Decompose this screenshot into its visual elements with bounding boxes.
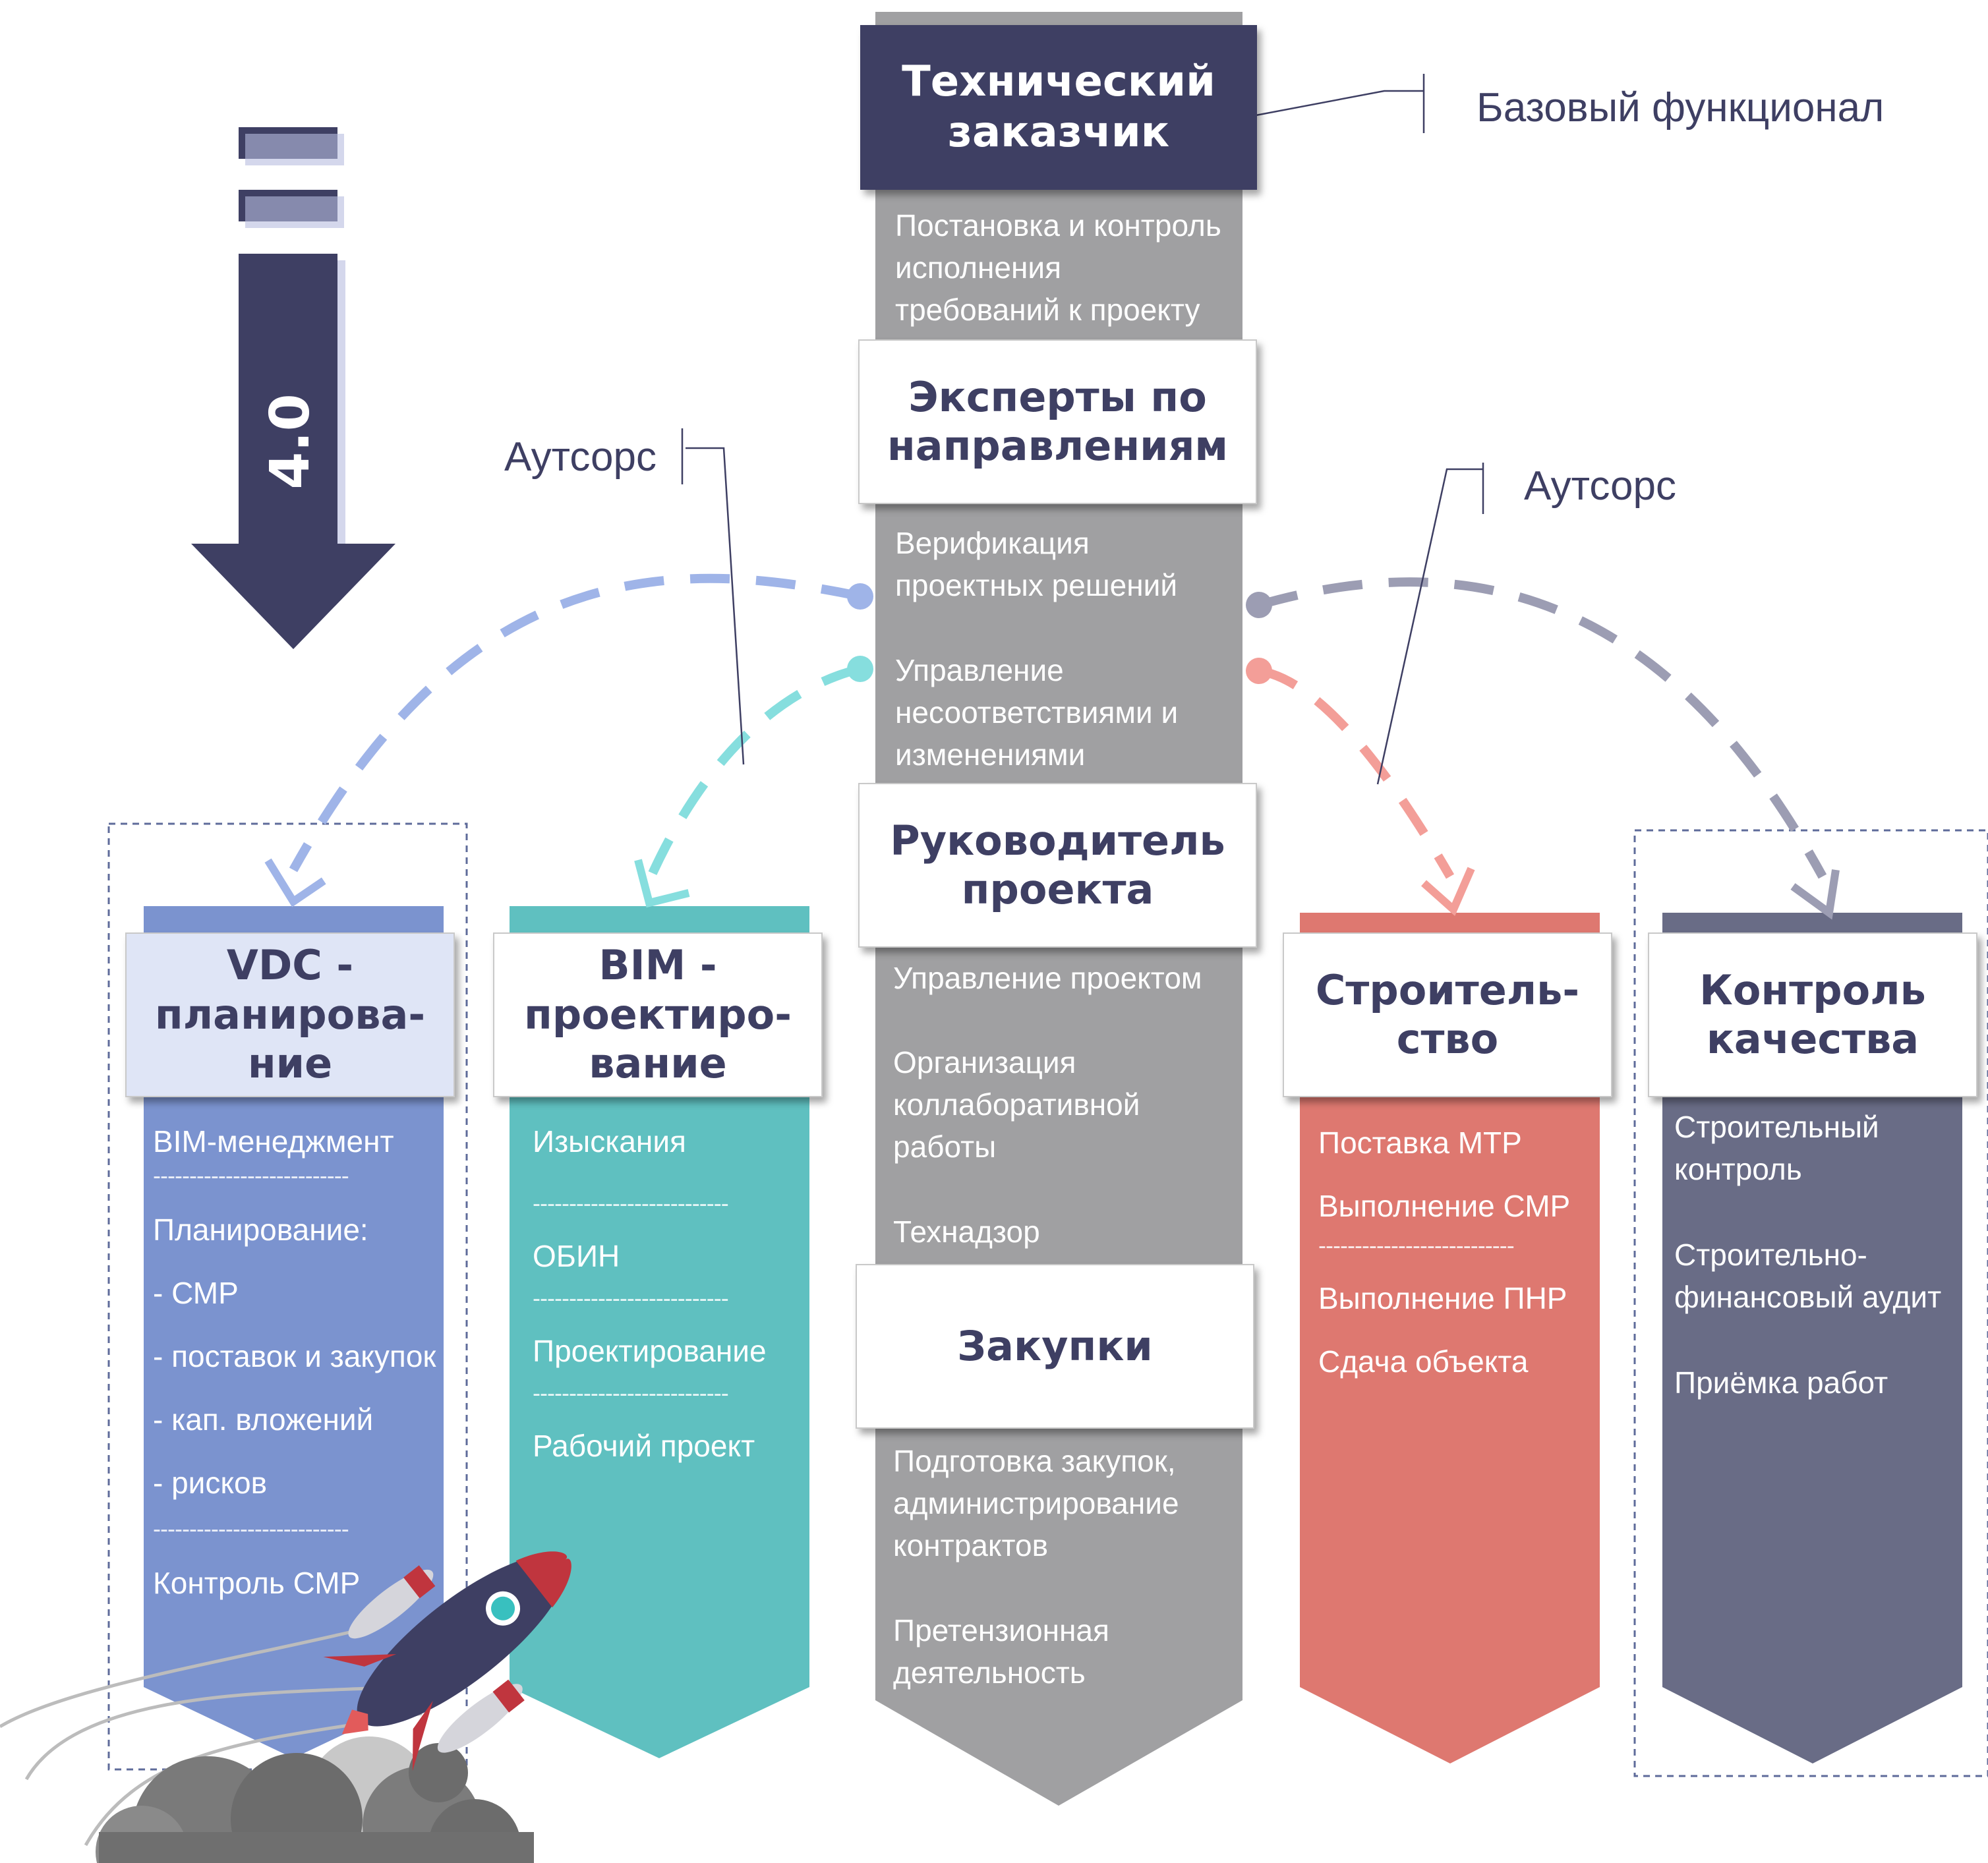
center-text-nonconformities: Управление несоответствиями и изменениям… <box>895 653 1179 772</box>
list-item: - кап. вложений <box>153 1402 374 1437</box>
quality-group-frame <box>1633 829 1988 1777</box>
vdc-items: BIM-менеджмент -------------------------… <box>153 1120 436 1604</box>
list-item: - поставок и закупок <box>153 1339 436 1373</box>
list-item: Строительно- финансовый аудит <box>1674 1238 1942 1314</box>
center-text-requirements: Постановка и контроль исполнения требова… <box>895 208 1221 327</box>
vdc-column-shape <box>144 906 444 1758</box>
center-text-supervision: Технадзор <box>893 1215 1040 1249</box>
header-quality-control: Контроль качества <box>1648 932 1977 1097</box>
rocket-icon <box>323 1551 571 1771</box>
arrow-to-vdc <box>289 573 862 873</box>
arrow-to-construction <box>1258 666 1455 879</box>
outsource-left-callout: Аутсорс <box>504 434 657 480</box>
header-project-manager: Руководитель проекта <box>858 783 1257 948</box>
list-item: - рисков <box>153 1466 268 1500</box>
list-item: ОБИН <box>533 1239 620 1273</box>
center-text-procurement-prep: Подготовка закупок, администрирование ко… <box>893 1444 1179 1562</box>
header-technical-customer: Технический заказчик <box>860 25 1257 190</box>
divider: --------------------------- <box>533 1380 729 1406</box>
list-item: Контроль СМР <box>153 1566 361 1600</box>
header-experts: Эксперты по направлениям <box>858 339 1257 504</box>
divider: --------------------------- <box>533 1190 729 1217</box>
center-text-project-management: Управление проектом <box>893 961 1202 995</box>
list-item: Выполнение СМР <box>1318 1189 1571 1223</box>
bim-items: Изыскания --------------------------- ОБ… <box>533 1120 806 1467</box>
header-procurement: Закупки <box>856 1264 1254 1429</box>
outsource-right-callout-line <box>1376 468 1483 785</box>
center-text-verification: Верификация проектных решений <box>895 526 1178 602</box>
list-item: - СМР <box>153 1276 239 1310</box>
header-vdc-planning: VDC - планирова- ние <box>125 932 455 1097</box>
divider: --------------------------- <box>533 1285 729 1311</box>
base-functional-callout: Базовый функционал <box>1476 85 1885 130</box>
smoke-cloud-icon <box>96 1736 534 1863</box>
outsource-left-callout-line <box>686 447 745 765</box>
header-bim-design: BIM - проектиро- вание <box>493 932 823 1097</box>
quality-items: Строительный контроль Строительно- финан… <box>1674 1106 1958 1404</box>
list-item: Приёмка работ <box>1674 1365 1888 1400</box>
divider: --------------------------- <box>1318 1232 1515 1259</box>
list-item: Рабочий проект <box>533 1429 755 1463</box>
arrow-to-quality <box>1258 577 1827 879</box>
divider: --------------------------- <box>153 1516 349 1542</box>
list-item: Строительный контроль <box>1674 1110 1879 1186</box>
down-arrow-icon <box>191 127 395 649</box>
list-item: Изыскания <box>533 1124 686 1159</box>
vdc-group-frame <box>107 822 468 1771</box>
base-callout-line <box>1255 90 1424 117</box>
arrow-to-bim <box>648 664 862 875</box>
list-item: Выполнение ПНР <box>1318 1281 1567 1315</box>
outsource-right-callout: Аутсорс <box>1524 463 1677 509</box>
divider: --------------------------- <box>153 1162 349 1189</box>
list-item: Планирование: <box>153 1213 368 1247</box>
bim-column-shape <box>510 906 809 1758</box>
list-item: Проектирование <box>533 1334 767 1368</box>
center-text-collaboration: Организация коллаборативной работы <box>893 1045 1140 1164</box>
version-label: 4.0 <box>258 393 322 490</box>
center-text-claims: Претензионная деятельность <box>893 1613 1109 1690</box>
quality-column-shape <box>1662 913 1962 1763</box>
construction-items: Поставка МТР Выполнение СМР ------------… <box>1318 1122 1592 1383</box>
header-construction: Строитель- ство <box>1283 932 1612 1097</box>
list-item: Сдача объекта <box>1318 1344 1529 1379</box>
list-item: BIM-менеджмент <box>153 1124 394 1159</box>
list-item: Поставка МТР <box>1318 1126 1522 1160</box>
